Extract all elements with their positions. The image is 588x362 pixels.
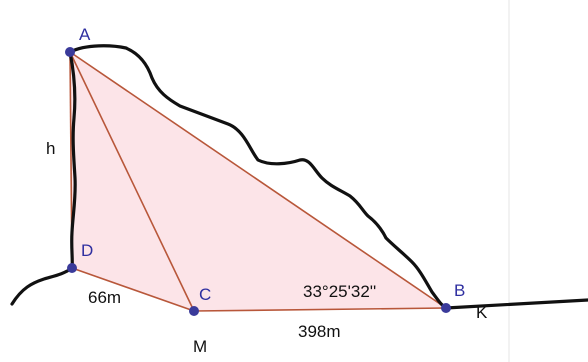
point-a	[65, 47, 75, 57]
label-c: C	[199, 285, 211, 304]
segment-ab	[69, 51, 447, 309]
label-b: B	[454, 281, 465, 300]
segment-dc	[71, 267, 195, 312]
label-h: h	[46, 139, 55, 158]
cliff-face	[10, 50, 77, 306]
label-k: K	[476, 303, 488, 322]
label-m: M	[193, 337, 207, 356]
segment-cb	[193, 307, 447, 312]
measure-angle-b: 33°25'32''	[303, 282, 376, 301]
label-d: D	[81, 241, 93, 260]
point-c	[189, 306, 199, 316]
segment-ac	[69, 51, 195, 312]
measure-cb: 398m	[298, 322, 341, 341]
measure-dc: 66m	[88, 288, 121, 307]
label-a: A	[79, 25, 91, 44]
cliff-outline	[68, 44, 588, 310]
points	[65, 47, 451, 316]
point-b	[441, 303, 451, 313]
point-d	[67, 263, 77, 273]
